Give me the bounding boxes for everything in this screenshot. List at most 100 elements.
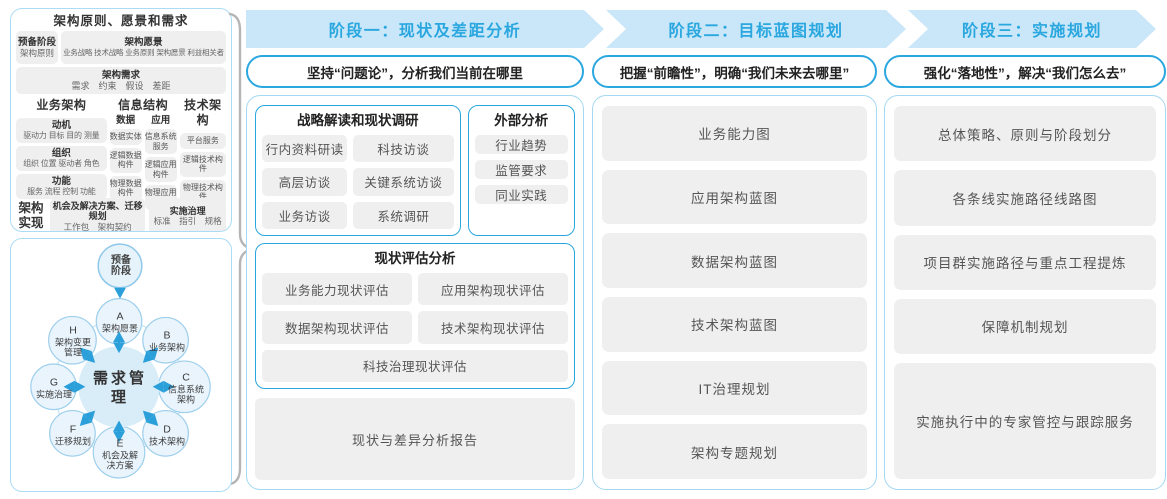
node-d-letter: D (163, 423, 171, 436)
deliverable-box: 业务能力图 (602, 106, 867, 161)
business-architecture-column: 业务架构 动机 驱动力 目标 目的 测量 组织 组织 位置 驱动者 角色 功能 … (16, 98, 107, 199)
arrow-center-h (79, 347, 96, 363)
center-circle (78, 346, 160, 428)
node-f-letter: F (69, 423, 77, 436)
vision-sub: 业务战略 技术战略 业务原则 架构愿景 利益相关者 (63, 48, 224, 57)
framework-title: 架构原则、愿景和需求 (53, 14, 189, 28)
research-item: 关键系统访谈 (353, 168, 454, 196)
phase-3-header: 阶段三：实施规划 (908, 10, 1156, 48)
governance-title: 实施治理 (169, 205, 206, 216)
framework-columns: 业务架构 动机 驱动力 目标 目的 测量 组织 组织 位置 驱动者 角色 功能 … (16, 98, 226, 210)
information-structure-column: 信息结构 数据 数据实体 逻辑数据构件 物理数据构件 应用 信息系统服务 逻辑应… (109, 98, 177, 210)
prep-circle-label: 预备阶段 (111, 255, 131, 277)
realization-label: 架构实现 (18, 201, 44, 230)
deliverable-box: 数据架构蓝图 (602, 233, 867, 289)
phase-3-slogan: 强化“落地性”，解决“我们怎么去” (884, 55, 1166, 88)
node-e-text: 机会及解决方案 (101, 449, 138, 470)
phase-2-slogan: 把握“前瞻性”，明确“我们未来去哪里” (592, 55, 877, 88)
platform-service-box: 平台服务 (179, 133, 226, 149)
architecture-requirements-box: 架构需求 需求 约束 假设 差距 (16, 67, 226, 94)
application-subheader: 应用 (151, 115, 171, 126)
deliverable-box: 总体策略、原则与阶段划分 (894, 106, 1156, 162)
opportunities-sub: 工作包 架构契约 (63, 221, 132, 232)
strategy-research-title: 战略解读和现状调研 (297, 113, 419, 128)
info-system-service-box: 信息系统服务 (144, 129, 177, 154)
node-h-label: H 架构变更管理 (53, 325, 93, 357)
architecture-framework-panel: 架构原则、愿景和需求 预备阶段 架构原则 架构愿景 业务战略 技术战略 业务原则… (10, 8, 232, 232)
strategy-research-group: 战略解读和现状调研 行内资料研读 科技访谈 高层访谈 关键系统访谈 业务访谈 系… (255, 105, 461, 236)
phase-1-header: 阶段一：现状及差距分析 (246, 10, 604, 48)
node-h-text: 架构变更管理 (54, 336, 91, 357)
motivation-box: 动机 驱动力 目标 目的 测量 (16, 118, 107, 143)
node-g-text: 实施治理 (35, 388, 72, 399)
logical-data-box: 逻辑数据构件 (109, 147, 142, 173)
prep-phase-title: 预备阶段 (17, 37, 56, 48)
node-c-label: C 信息系统架构 (166, 372, 206, 404)
phase-1-slogan: 坚持“问题论”，分析我们当前在哪里 (246, 55, 584, 88)
phase-3-content-panel: 总体策略、原则与阶段划分 各条线实施路径线路图 项目群实施路径与重点工程提炼 保… (884, 95, 1166, 490)
requirements-title: 架构需求 (101, 70, 140, 81)
current-state-assessment-group: 现状评估分析 业务能力现状评估 应用架构现状评估 数据架构现状评估 技术架构现状… (255, 243, 575, 389)
phase-2-content-panel: 业务能力图 应用架构蓝图 数据架构蓝图 技术架构蓝图 IT治理规划 架构专题规划 (592, 95, 877, 490)
logical-tech-box: 逻辑技术构件 (179, 151, 226, 177)
application-subcolumn: 应用 信息系统服务 逻辑应用构件 物理应用构件 (144, 115, 177, 210)
organization-box: 组织 组织 位置 驱动者 角色 (16, 146, 107, 171)
external-analysis-title: 外部分析 (494, 113, 549, 128)
function-box: 功能 服务 流程 控制 功能 (16, 174, 107, 199)
external-item: 行业趋势 (474, 135, 568, 154)
organization-sub: 组织 位置 驱动者 角色 (23, 159, 100, 168)
gap-analysis-report-box: 现状与差异分析报告 (255, 398, 575, 480)
center-circle-label: 需求管理 (92, 370, 147, 406)
data-subcolumn: 数据 数据实体 逻辑数据构件 物理数据构件 (109, 115, 142, 210)
assessment-item: 科技治理现状评估 (262, 349, 568, 382)
technical-architecture-header: 技术架构 (184, 98, 222, 127)
node-a-label: A 架构愿景 (98, 311, 142, 333)
function-sub: 服务 流程 控制 功能 (27, 187, 96, 196)
arrow-center-d (142, 410, 159, 427)
architecture-realization-row: 架构实现 机会及解决方案、迁移规划 工作包 架构契约 实施治理 标准 指引 规格 (16, 198, 226, 232)
node-b-letter: B (163, 329, 171, 342)
deliverable-box: IT治理规划 (602, 360, 867, 416)
deliverable-box: 应用架构蓝图 (602, 169, 867, 225)
business-architecture-header: 业务架构 (36, 98, 87, 112)
assessment-item: 数据架构现状评估 (262, 311, 412, 344)
framework-top-row: 预备阶段 架构原则 架构愿景 业务战略 技术战略 业务原则 架构愿景 利益相关者 (16, 31, 226, 64)
phase-2-header: 阶段二：目标蓝图规划 (606, 10, 906, 48)
deliverable-box: 各条线实施路径线路图 (894, 170, 1156, 226)
prep-phase-sub: 架构原则 (19, 48, 54, 58)
node-h-letter: H (69, 324, 77, 337)
research-item: 业务访谈 (262, 201, 348, 229)
motivation-title: 动机 (51, 120, 71, 131)
opportunities-title: 机会及解决方案、迁移规划 (52, 200, 143, 222)
organization-title: 组织 (51, 148, 71, 159)
adm-cycle-graphic (30, 243, 211, 479)
logical-app-box: 逻辑应用构件 (144, 157, 177, 182)
node-b-label: B 业务架构 (145, 330, 189, 352)
node-f-label: F 迁移规划 (51, 424, 95, 446)
node-f-text: 迁移规划 (54, 435, 91, 446)
vision-title: 架构愿景 (124, 37, 163, 48)
adm-cycle-panel: 预备阶段 需求管理 A 架构愿景 B 业务架构 C 信息系统架构 D 技术架构 … (10, 238, 232, 492)
research-item: 行内资料研读 (262, 135, 348, 163)
assessment-item: 应用架构现状评估 (418, 273, 568, 306)
deliverable-box: 实施执行中的专家管控与跟踪服务 (894, 363, 1156, 480)
node-c-letter: C (182, 371, 190, 384)
deliverable-box: 技术架构蓝图 (602, 297, 867, 352)
opportunities-migration-box: 机会及解决方案、迁移规划 工作包 架构契约 (50, 198, 146, 232)
node-g-label: G 实施治理 (32, 377, 76, 399)
motivation-sub: 驱动力 目标 目的 测量 (23, 131, 100, 140)
governance-sub: 标准 指引 规格 (153, 216, 222, 227)
external-item: 监管要求 (474, 160, 568, 179)
assessment-item: 技术架构现状评估 (418, 311, 568, 344)
node-a-letter: A (116, 310, 124, 323)
arrow-center-f (79, 410, 96, 427)
node-d-label: D 技术架构 (145, 424, 189, 446)
research-item: 系统调研 (353, 201, 454, 229)
node-c-text: 信息系统架构 (167, 383, 204, 404)
physical-data-box: 物理数据构件 (109, 175, 142, 201)
node-a-text: 架构愿景 (101, 322, 138, 333)
deliverable-box: 保障机制规划 (894, 298, 1156, 354)
data-entity-box: 数据实体 (109, 129, 142, 145)
prep-phase-box: 预备阶段 架构原则 (16, 31, 58, 64)
assessment-title: 现状评估分析 (374, 251, 456, 266)
